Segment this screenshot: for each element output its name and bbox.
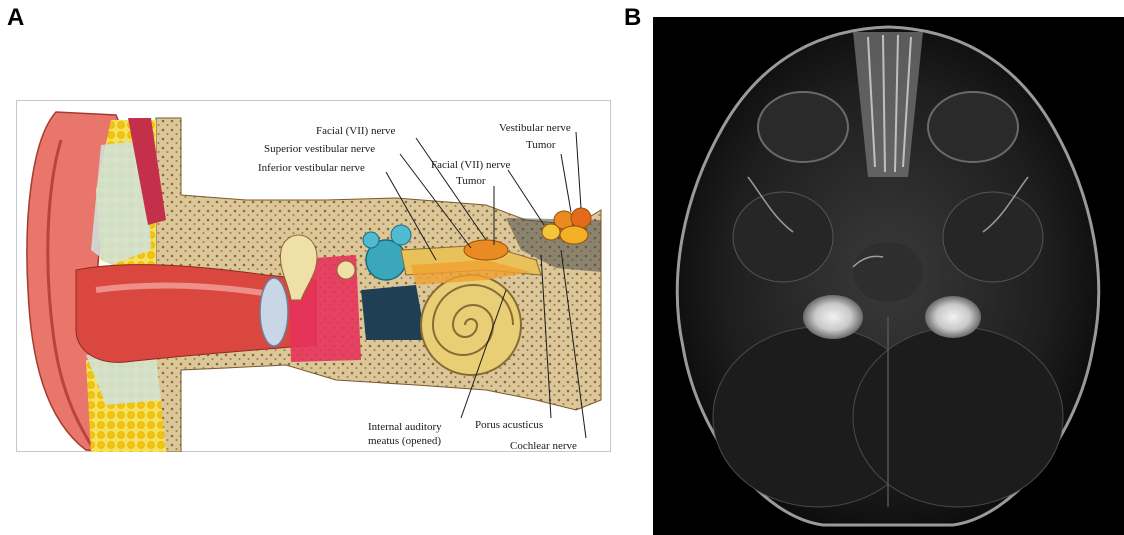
tumor-in-canal [464, 240, 508, 260]
label-tumor-mid: Tumor [456, 175, 486, 187]
semicircular-canal [391, 225, 411, 245]
panel-label-a: A [7, 4, 24, 32]
right-temporal-lobe [943, 192, 1043, 282]
label-iam-line1: Internal auditory [368, 421, 442, 433]
label-facial-nerve-mid: Facial (VII) nerve [431, 159, 511, 171]
right-enhancing-lesion [925, 296, 981, 338]
label-iam-line2: meatus (opened) [368, 435, 441, 447]
label-superior-vestibular-nerve: Superior vestibular nerve [264, 143, 375, 155]
label-cochlear-nerve: Cochlear nerve [510, 440, 577, 452]
label-facial-nerve-top: Facial (VII) nerve [316, 125, 396, 137]
left-orbit [758, 92, 848, 162]
mri-axial-scan [653, 17, 1124, 535]
tympanic-membrane [260, 278, 288, 346]
ear-anatomy-illustration: Facial (VII) nerve Superior vestibular n… [16, 100, 611, 452]
right-cerebellar-hemisphere [853, 327, 1063, 507]
left-temporal-lobe [733, 192, 833, 282]
ampulla [363, 232, 379, 248]
panel-label-b: B [624, 4, 641, 32]
label-vestibular-nerve: Vestibular nerve [499, 122, 571, 134]
left-enhancing-lesion [803, 295, 863, 339]
label-tumor-right: Tumor [526, 139, 556, 151]
label-inferior-vestibular-nerve: Inferior vestibular nerve [258, 162, 365, 174]
label-porus-acusticus: Porus acusticus [475, 419, 543, 431]
stapes [337, 261, 355, 279]
brainstem [853, 242, 923, 302]
right-orbit [928, 92, 1018, 162]
dark-vestibular-region [361, 285, 426, 340]
